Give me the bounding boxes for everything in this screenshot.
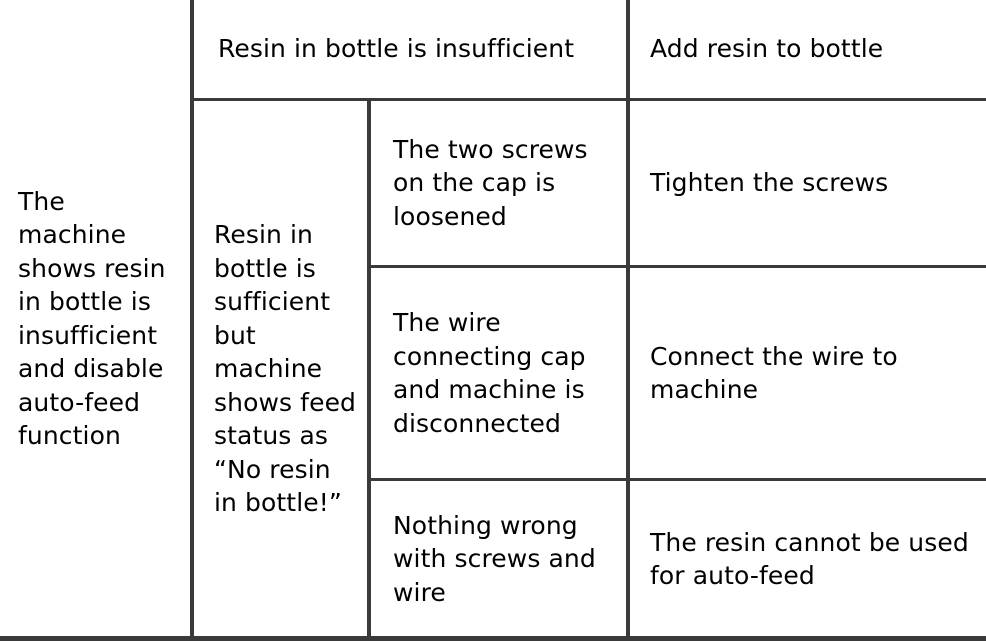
- action-text-1: Add resin to bottle: [650, 34, 884, 64]
- action-text-3: Connect the wire to machine: [650, 341, 898, 405]
- action-cell-2: Tighten the screws: [626, 98, 986, 265]
- cause-cell-3: The wire connecting cap and machine is d…: [367, 265, 626, 478]
- cause-text-1: Resin in bottle is insufficient: [218, 34, 575, 64]
- cause-cell-2: The two screws on the cap is loosened: [367, 98, 626, 265]
- condition-text: Resin in bottle is sufficient but machin…: [214, 220, 357, 518]
- problem-text: The machine shows resin in bottle is ins…: [18, 186, 166, 451]
- action-cell-1: Add resin to bottle: [626, 0, 986, 98]
- cause-text-3: The wire connecting cap and machine is d…: [393, 308, 586, 438]
- problem-cell: The machine shows resin in bottle is ins…: [0, 0, 190, 637]
- condition-cell: Resin in bottle is sufficient but machin…: [190, 98, 367, 637]
- action-cell-4: The resin cannot be used for auto-feed: [626, 478, 986, 637]
- table-bottom-rule: [0, 636, 986, 641]
- cause-text-4: Nothing wrong with screws and wire: [393, 510, 596, 607]
- cause-cell-4: Nothing wrong with screws and wire: [367, 478, 626, 637]
- action-text-2: Tighten the screws: [650, 168, 889, 198]
- cause-text-2: The two screws on the cap is loosened: [393, 134, 588, 231]
- action-text-4: The resin cannot be used for auto-feed: [650, 527, 969, 591]
- action-cell-3: Connect the wire to machine: [626, 265, 986, 478]
- cause-cell-1: Resin in bottle is insufficient: [190, 0, 626, 98]
